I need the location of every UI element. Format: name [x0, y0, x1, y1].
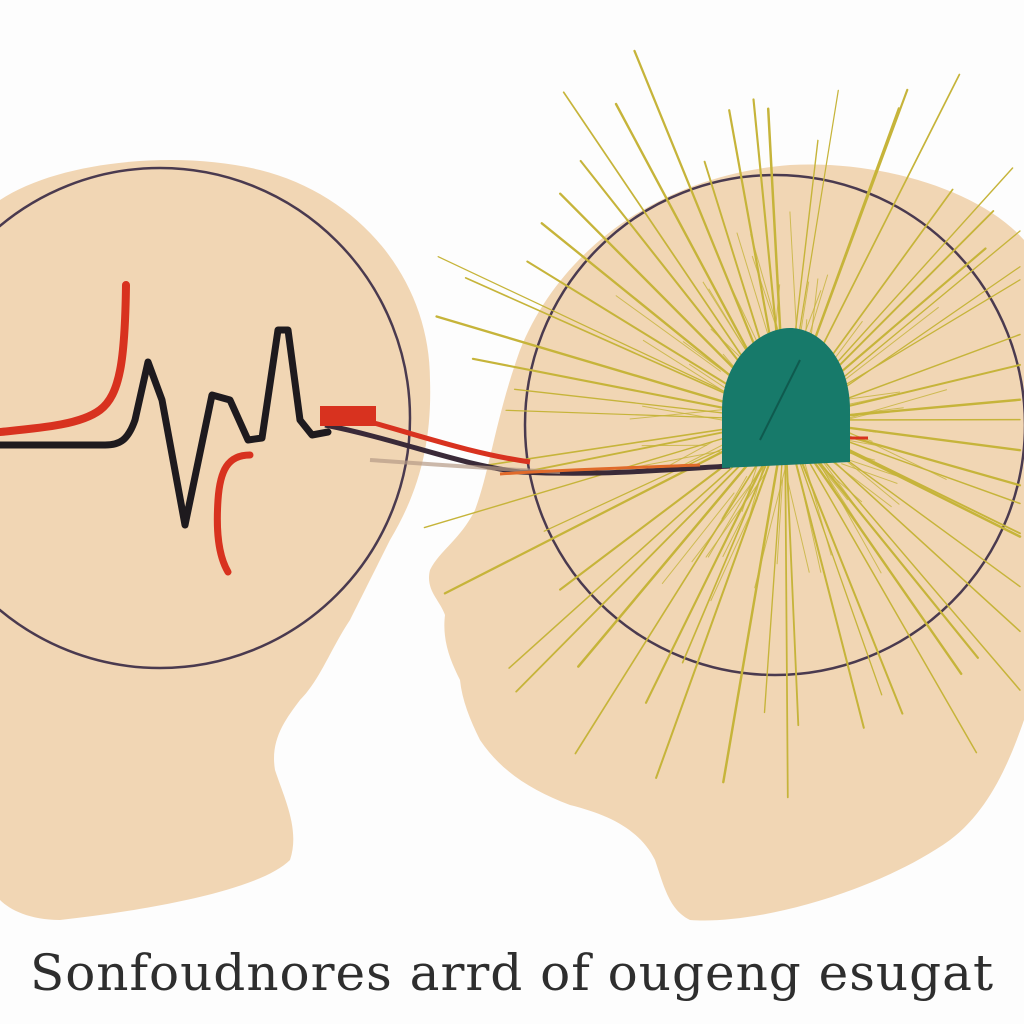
ray-line: [633, 49, 773, 389]
fiber-line: [710, 498, 759, 602]
ray-line: [763, 458, 783, 714]
fiber-line: [847, 391, 901, 400]
fiber-line: [629, 409, 725, 420]
ray-line: [826, 439, 1022, 538]
ray-line: [614, 102, 767, 385]
fiber-line: [691, 464, 766, 563]
ray-line: [825, 444, 1021, 588]
fiber-line: [810, 278, 819, 339]
fiber-line: [754, 468, 786, 589]
fiber-line: [815, 461, 863, 503]
fiber-line: [705, 472, 767, 558]
left-brain-circle: [0, 166, 412, 670]
heartbeat-red-lower: [213, 451, 254, 576]
ray-line: [644, 452, 770, 704]
ray-line: [515, 442, 763, 693]
ray-line: [464, 277, 767, 413]
ray-line: [785, 446, 800, 727]
ray-line: [799, 73, 961, 391]
right-brain-circle: [523, 173, 1024, 677]
ray-line: [513, 388, 760, 418]
fiber-line: [849, 389, 916, 405]
fiber-line: [722, 492, 756, 558]
ray-line: [784, 447, 789, 799]
fiber-line: [642, 405, 729, 422]
ray-line: [423, 431, 744, 529]
ray-line: [443, 427, 770, 595]
heartbeat-waveform: [0, 326, 332, 529]
ray-line: [793, 455, 865, 729]
ray-line: [793, 445, 883, 696]
green-dome: [722, 328, 850, 468]
fiber-line: [637, 450, 721, 468]
ray-line: [824, 266, 1021, 402]
fiber-line: [841, 389, 948, 421]
ray-line: [574, 427, 781, 755]
fiber-line: [847, 431, 947, 481]
ray-line: [804, 438, 1021, 691]
ray-line: [752, 98, 782, 376]
fiber-line: [817, 460, 882, 574]
ray-line: [508, 449, 752, 669]
fiber-line: [843, 306, 940, 381]
fiber-line: [661, 492, 735, 585]
caption-text: Sonfoudnores arrd of ougeng esugat: [29, 944, 995, 1002]
ray-line: [722, 462, 779, 784]
signal-red-connector: [320, 406, 376, 426]
right-head-silhouette: [429, 164, 1024, 921]
fiber-line: [797, 468, 822, 573]
heartbeat-red-left: [0, 281, 130, 436]
ray-line: [579, 159, 758, 385]
ray-line: [435, 315, 764, 415]
fiber-line: [818, 455, 868, 522]
ray-line: [798, 444, 978, 754]
signal-wire-orange: [499, 463, 701, 476]
ray-line: [798, 456, 904, 715]
fiber-line: [799, 446, 832, 556]
ray-line: [812, 442, 1021, 633]
ray-line: [791, 429, 963, 675]
ray-line: [577, 429, 778, 668]
fiber-line: [721, 475, 748, 520]
fiber-line: [789, 211, 798, 333]
ray-line: [540, 222, 762, 402]
dome-crack: [759, 359, 801, 441]
ray-line: [437, 256, 774, 415]
ray-line: [822, 230, 1021, 395]
fiber-line: [841, 463, 898, 484]
fiber-line: [787, 481, 810, 573]
fiber-line: [670, 441, 714, 466]
ray-line: [562, 91, 761, 384]
fiber-line: [776, 479, 783, 565]
fiber-line: [615, 295, 722, 372]
